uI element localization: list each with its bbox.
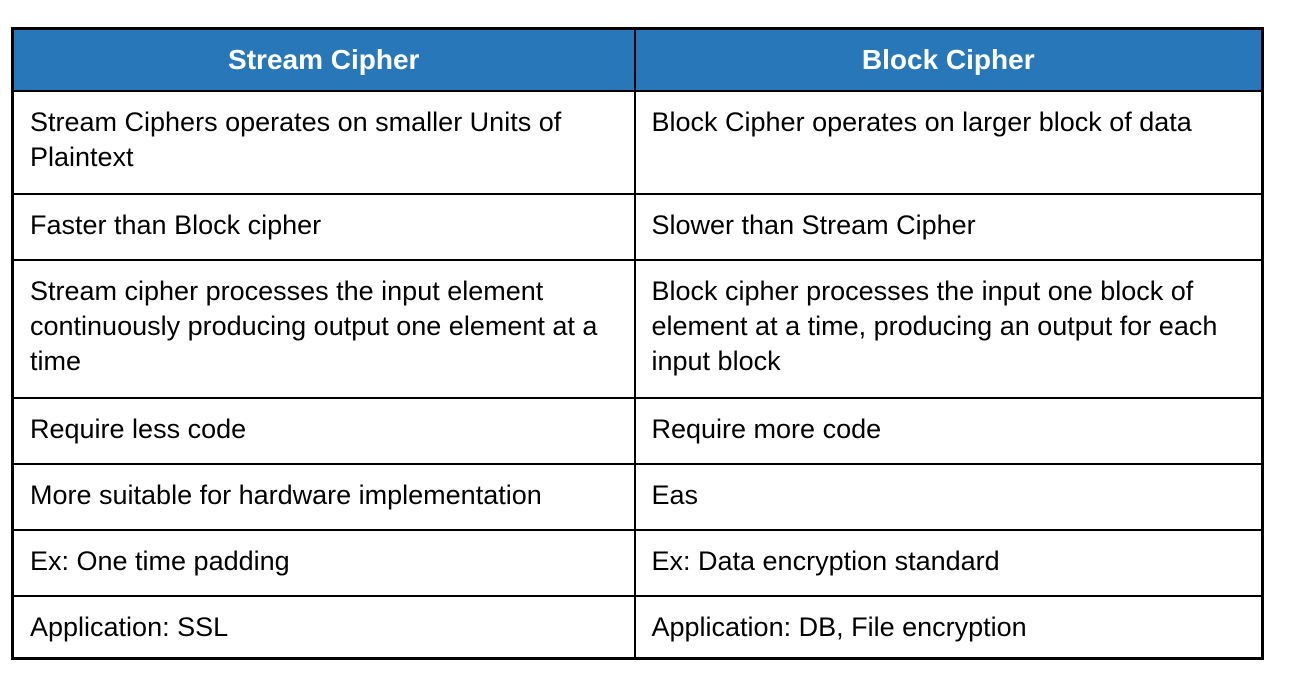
table-row: More suitable for hardware implementatio…: [11, 462, 1264, 531]
cell-stream-speed: Faster than Block cipher: [11, 192, 636, 261]
table-row: Ex: One time padding Ex: Data encryption…: [11, 528, 1264, 597]
cell-block-speed: Slower than Stream Cipher: [633, 192, 1264, 261]
table-row: Faster than Block cipher Slower than Str…: [11, 192, 1264, 261]
cell-stream-example: Ex: One time padding: [11, 528, 636, 597]
cell-block-hardware: Eas: [633, 462, 1264, 531]
column-header-stream-cipher: Stream Cipher: [11, 27, 636, 92]
cell-block-application: Application: DB, File encryption: [633, 594, 1264, 660]
cell-stream-processing: Stream cipher processes the input elemen…: [11, 258, 636, 399]
cell-block-processing: Block cipher processes the input one blo…: [633, 258, 1264, 399]
table-row: Stream Ciphers operates on smaller Units…: [11, 89, 1264, 195]
table-row: Stream cipher processes the input elemen…: [11, 258, 1264, 399]
cipher-comparison-table: Stream Cipher Block Cipher Stream Cipher…: [11, 27, 1264, 660]
cell-stream-code: Require less code: [11, 396, 636, 465]
table-header-row: Stream Cipher Block Cipher: [11, 27, 1264, 92]
cell-stream-units: Stream Ciphers operates on smaller Units…: [11, 89, 636, 195]
cell-block-code: Require more code: [633, 396, 1264, 465]
column-header-block-cipher: Block Cipher: [633, 27, 1264, 92]
cell-block-units: Block Cipher operates on larger block of…: [633, 89, 1264, 195]
cell-stream-application: Application: SSL: [11, 594, 636, 660]
table-row: Require less code Require more code: [11, 396, 1264, 465]
cell-block-example: Ex: Data encryption standard: [633, 528, 1264, 597]
cell-stream-hardware: More suitable for hardware implementatio…: [11, 462, 636, 531]
table-row: Application: SSL Application: DB, File e…: [11, 594, 1264, 660]
